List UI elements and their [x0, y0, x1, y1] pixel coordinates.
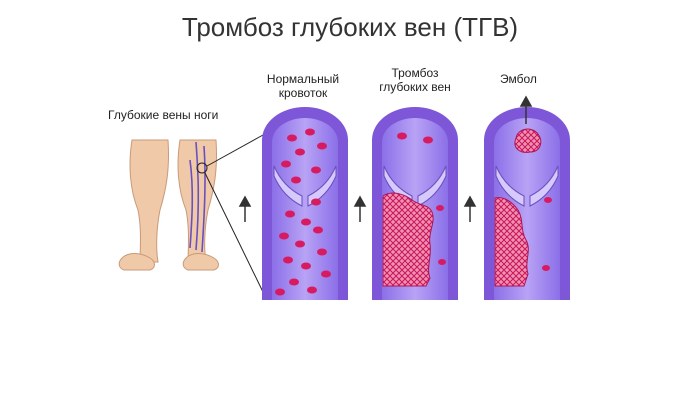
- label-embolus: Эмбол: [500, 72, 537, 86]
- deep-vein-lines: [189, 141, 206, 253]
- flow-arrow-up-icon: [463, 195, 477, 222]
- flow-arrow-up-icon: [353, 195, 367, 222]
- valve-embolus: [495, 165, 559, 207]
- embolus-arrow-up-icon: [519, 95, 533, 124]
- valve-normal: [273, 165, 337, 207]
- blood-cells: [397, 132, 446, 265]
- residual-clot: [494, 197, 529, 287]
- vein-panel-normal: [238, 107, 348, 300]
- blood-cells: [275, 128, 331, 296]
- thrombus-clot: [382, 192, 434, 287]
- zoom-circle: [196, 162, 208, 174]
- flow-arrow-up-icon: [238, 195, 252, 222]
- blood-cells: [542, 197, 552, 271]
- diagram-title: Тромбоз глубоких вен (ТГВ): [181, 12, 519, 42]
- embolus-fragment: [514, 128, 542, 153]
- vein-panel-thrombosis: [353, 107, 458, 300]
- zoom-lines: [204, 134, 264, 293]
- leg-right: [177, 139, 219, 271]
- label-deep-leg-veins: Глубокие вены ноги: [108, 108, 219, 122]
- leg-left: [118, 139, 169, 271]
- legs-illustration: [118, 134, 264, 293]
- vein-panel-embolus: [463, 95, 570, 300]
